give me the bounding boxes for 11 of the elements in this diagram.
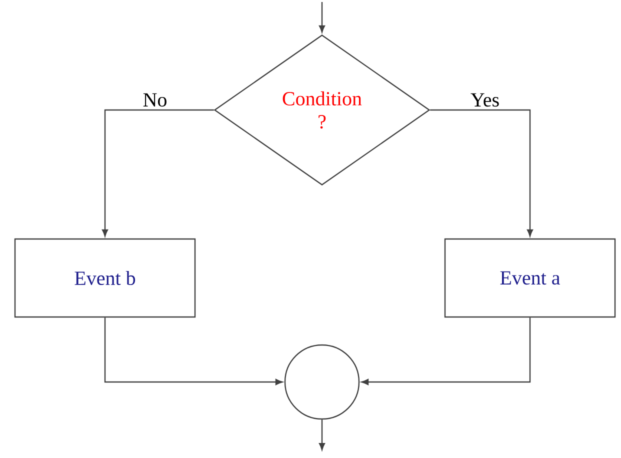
connector-circle — [284, 344, 360, 420]
edge-label: No — [142, 92, 168, 108]
arrow — [318, 420, 326, 450]
process-box: Event a — [444, 238, 616, 318]
arrow — [430, 109, 534, 237]
process-box: Event b — [14, 238, 196, 318]
arrow — [104, 318, 283, 386]
arrow — [102, 109, 214, 237]
arrow — [318, 2, 326, 33]
arrow — [361, 318, 531, 386]
edge-label: Yes — [469, 92, 501, 108]
